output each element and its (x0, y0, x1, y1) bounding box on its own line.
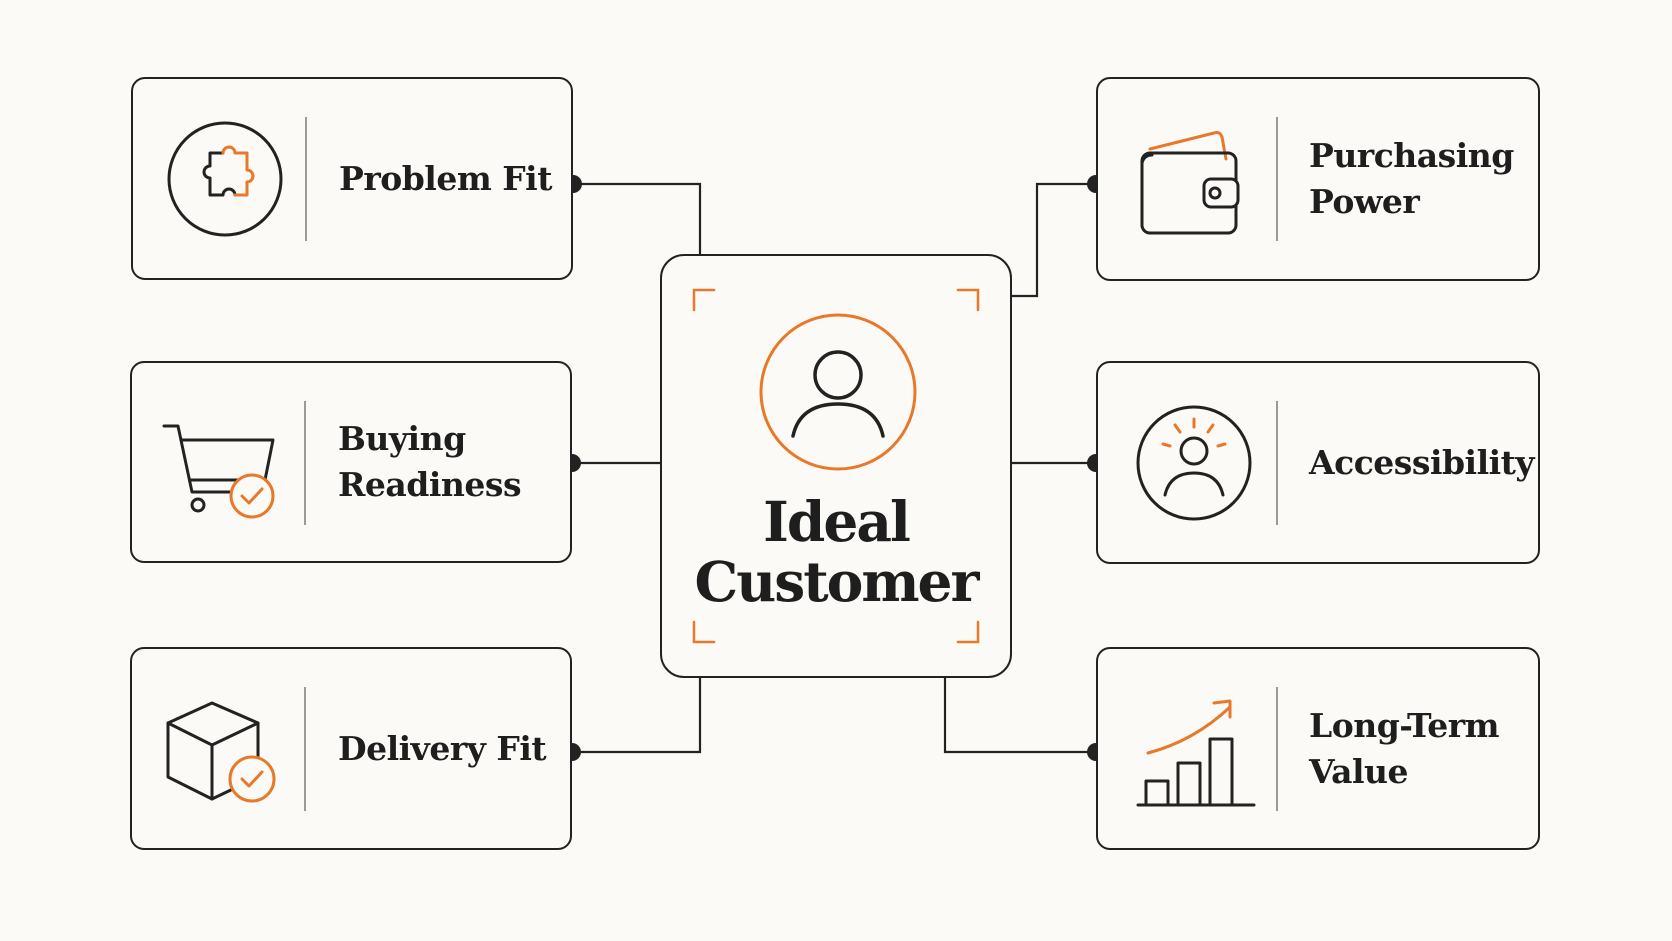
card-divider (1276, 117, 1278, 241)
card-purchasing-power: Purchasing Power (1096, 77, 1540, 281)
card-delivery-fit: Delivery Fit (130, 647, 572, 850)
center-ideal-customer: Ideal Customer (660, 254, 1012, 678)
corner-bracket-icon (692, 288, 716, 312)
puzzle-icon (165, 119, 285, 239)
card-label: Accessibility (1309, 442, 1535, 482)
corner-bracket-icon (956, 288, 980, 312)
box-check-icon (164, 689, 284, 809)
center-title: Ideal Customer (694, 489, 980, 614)
cart-check-icon (160, 402, 284, 522)
card-label: Buying Readiness (338, 419, 522, 504)
user-circle-icon (758, 312, 918, 472)
card-divider (1276, 687, 1278, 811)
card-divider (304, 687, 306, 811)
card-label: Purchasing Power (1309, 136, 1514, 221)
card-long-term-value: Long-Term Value (1096, 647, 1540, 850)
card-buying-readiness: Buying Readiness (130, 361, 572, 563)
card-label: Problem Fit (339, 158, 552, 198)
connector-long-term-value (943, 678, 1096, 754)
card-divider (1276, 401, 1278, 525)
connector-purchasing-power (1012, 182, 1096, 298)
card-label: Delivery Fit (338, 728, 547, 768)
card-divider (304, 401, 306, 525)
card-label: Long-Term Value (1309, 705, 1500, 791)
connector-problem-fit (573, 182, 702, 254)
wallet-icon (1138, 119, 1248, 239)
card-divider (305, 117, 307, 241)
card-problem-fit: Problem Fit (131, 77, 573, 280)
growth-chart-icon (1134, 687, 1258, 811)
connector-delivery-fit (572, 678, 702, 754)
corner-bracket-icon (692, 620, 716, 644)
user-highlight-icon (1134, 403, 1254, 523)
corner-bracket-icon (956, 620, 980, 644)
card-accessibility: Accessibility (1096, 361, 1540, 564)
